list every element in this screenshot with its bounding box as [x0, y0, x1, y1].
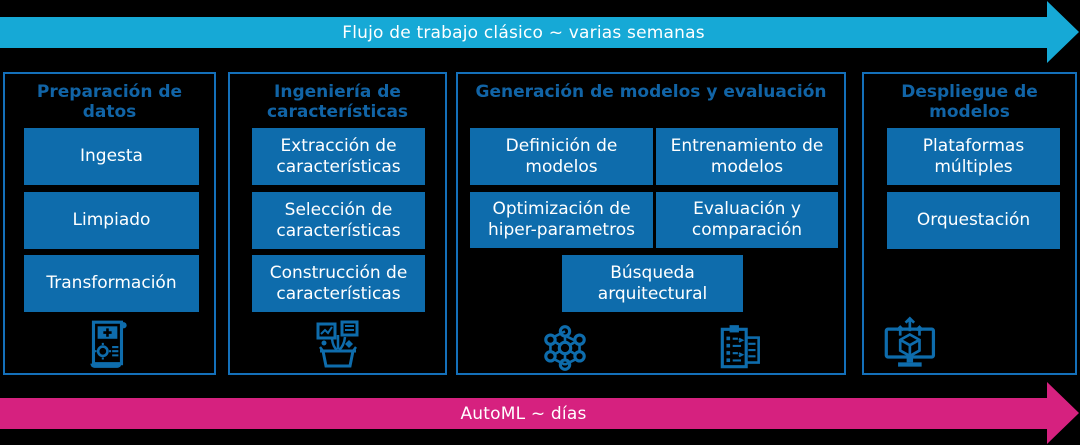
classic-workflow-arrow-body: Flujo de trabajo clásico ~ varias semana… [0, 17, 1047, 48]
panel-data-preparation: Preparación de datos Ingesta Limpiado Tr… [3, 72, 216, 375]
panel-feature-engineering-title: Ingeniería de características [266, 82, 409, 123]
panel-feature-engineering: Ingeniería de características Extracción… [228, 72, 447, 375]
panel-model-generation-title: Generación de modelos y evaluación [475, 82, 827, 102]
classic-workflow-label: Flujo de trabajo clásico ~ varias semana… [342, 22, 705, 43]
automl-label: AutoML ~ días [460, 403, 587, 424]
classic-workflow-arrowhead-icon [1047, 1, 1079, 63]
checklist-icon [714, 321, 768, 375]
step-entrenamiento-modelos: Entrenamiento de modelos [656, 128, 838, 185]
step-orquestacion: Orquestación [887, 192, 1060, 249]
step-extraccion: Extracción de características [252, 128, 425, 185]
panel-data-preparation-title: Preparación de datos [36, 82, 183, 123]
panel-model-deployment-title: Despliegue de modelos [901, 82, 1038, 123]
deploy-monitor-icon [882, 312, 942, 372]
step-transformacion: Transformación [24, 255, 199, 312]
step-construccion: Construcción de características [252, 255, 425, 312]
step-evaluacion-comparacion: Evaluación y comparación [656, 192, 838, 248]
automl-arrowhead-icon [1047, 382, 1079, 444]
step-limpiado: Limpiado [24, 192, 199, 249]
step-definicion-modelos: Definición de modelos [470, 128, 653, 185]
panel-model-deployment: Despliegue de modelos Plataformas múltip… [862, 72, 1077, 375]
step-plataformas-multiples: Plataformas múltiples [887, 128, 1060, 185]
panel-model-generation: Generación de modelos y evaluación Defin… [456, 72, 846, 375]
automl-arrow-body: AutoML ~ días [0, 398, 1047, 429]
step-ingesta: Ingesta [24, 128, 199, 185]
feature-box-icon [311, 318, 365, 372]
step-optimizacion-hiperparametros: Optimización de hiper-parametros [470, 192, 653, 248]
data-scroll-icon [80, 317, 136, 373]
step-busqueda-arquitectural: Búsqueda arquitectural [562, 255, 743, 312]
step-seleccion: Selección de características [252, 192, 425, 249]
network-graph-icon [538, 321, 592, 375]
